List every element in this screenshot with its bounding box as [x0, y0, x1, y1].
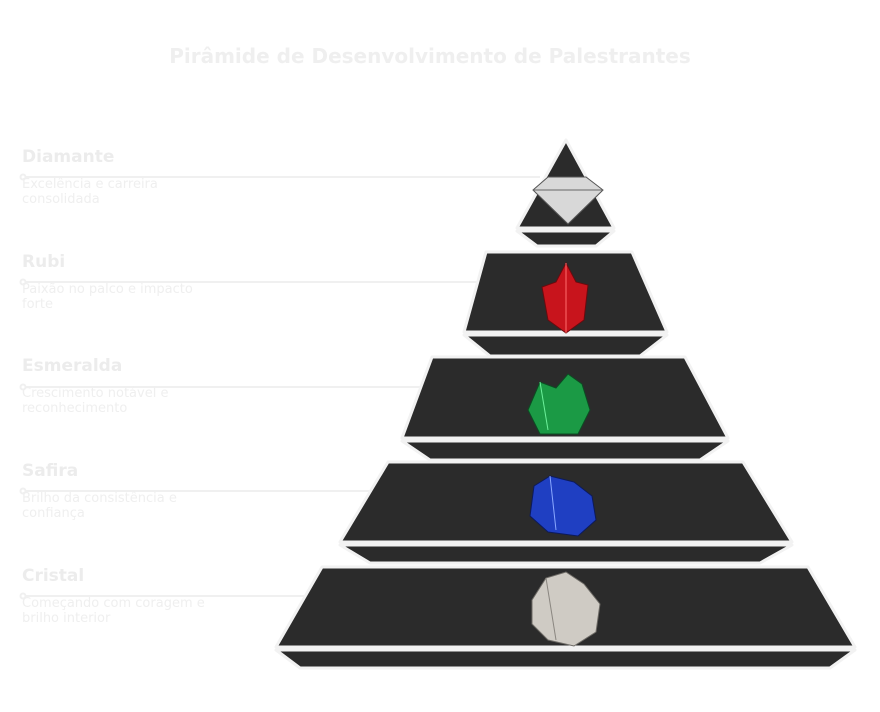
level-description: Começando com coragem e brilho interior: [22, 596, 205, 626]
level-name: Rubi: [22, 252, 66, 272]
tier-diamante-base: [515, 229, 616, 248]
level-name: Diamante: [22, 147, 115, 167]
level-description: Excelência e carreira consolidada: [22, 177, 158, 207]
tier-esmeralda-base: [400, 439, 730, 462]
level-description: Crescimento notável e reconhecimento: [22, 386, 169, 416]
level-rubi: Rubi Paixão no palco e impacto forte: [22, 252, 222, 312]
level-name: Safira: [22, 461, 79, 481]
diamond-icon: [532, 176, 604, 225]
level-diamante: Diamante Excelência e carreira consolida…: [22, 147, 222, 207]
level-description: Paixão no palco e impacto forte: [22, 282, 193, 312]
level-description: Brilho da consistência e confiança: [22, 491, 177, 521]
level-cristal: Cristal Começando com coragem e brilho i…: [22, 566, 222, 626]
connector-dot: [19, 383, 27, 391]
level-esmeralda: Esmeralda Crescimento notável e reconhec…: [22, 356, 222, 416]
level-name: Cristal: [22, 566, 85, 586]
tier-rubi-base: [462, 333, 669, 358]
sapphire-icon: [529, 475, 597, 537]
tier-safira-base: [338, 543, 794, 565]
tier-cristal-base: [274, 648, 857, 670]
level-safira: Safira Brilho da consistência e confianç…: [22, 461, 222, 521]
connector-dot: [19, 487, 27, 495]
level-name: Esmeralda: [22, 356, 123, 376]
page-title: Pirâmide de Desenvolvimento de Palestran…: [169, 44, 691, 68]
emerald-icon: [527, 373, 591, 435]
connector-dot: [19, 173, 27, 181]
connector-dot: [19, 592, 27, 600]
ruby-icon: [541, 261, 589, 334]
connector-dot: [19, 278, 27, 286]
crystal-icon: [531, 571, 601, 647]
